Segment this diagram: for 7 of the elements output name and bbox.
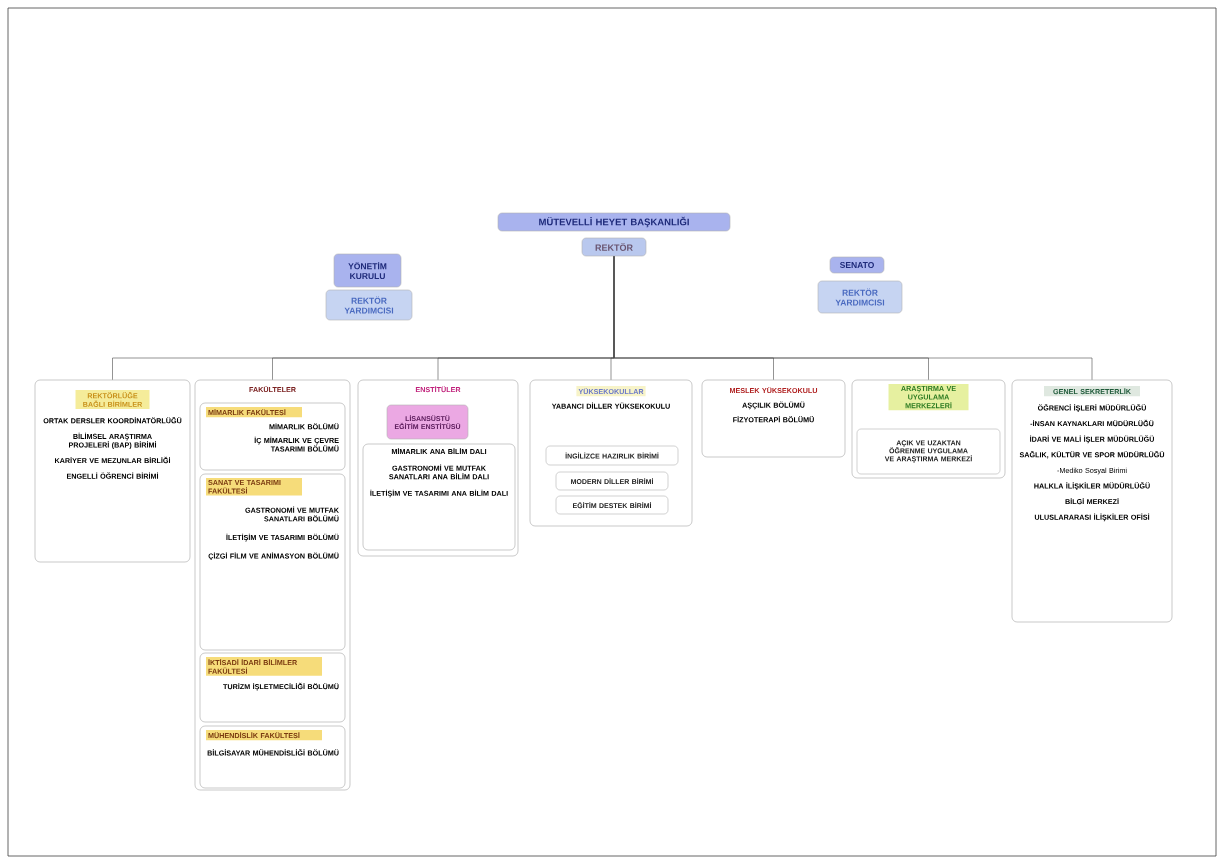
unit-box: REKTÖR YARDIMCISI [325,289,413,321]
title-box: MÜTEVELLİ HEYET BAŞKANLIĞI [497,212,731,232]
title-box: SENATO [829,256,885,274]
title-box: YÖNETİM KURULU [333,253,402,288]
title-box: REKTÖR [581,237,647,257]
unit-box: REKTÖR YARDIMCISI [817,280,903,314]
connector-line [613,256,1093,380]
